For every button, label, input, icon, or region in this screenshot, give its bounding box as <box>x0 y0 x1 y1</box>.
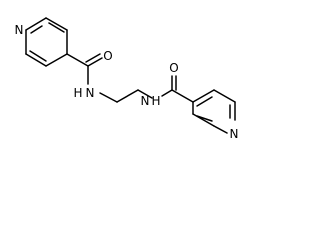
amide-left <box>66 53 103 85</box>
bond <box>192 89 215 103</box>
atom-label-h-left: H <box>73 86 82 100</box>
bond <box>87 57 103 67</box>
atom-label-nh-left: N <box>86 86 95 100</box>
bond <box>137 89 153 99</box>
bond <box>29 50 47 62</box>
bond <box>213 125 228 134</box>
bond <box>171 89 194 103</box>
bond <box>213 89 236 103</box>
bond <box>85 53 101 63</box>
atom-label-nh-right: N <box>141 94 150 108</box>
bond <box>161 89 173 97</box>
pyridine-ring-bottom <box>192 89 236 134</box>
bond <box>48 22 65 33</box>
atom-label-o-top: O <box>103 49 112 63</box>
atom-label-n-ring-bottom: N <box>230 127 239 141</box>
atom-label-o-right: O <box>169 61 178 75</box>
atom-label-n-ring-top: N <box>15 23 24 37</box>
bond <box>116 89 139 103</box>
bond <box>99 92 118 103</box>
bond <box>45 17 68 31</box>
bond <box>25 53 47 67</box>
bond <box>45 53 68 67</box>
bond <box>196 115 213 122</box>
ethylene-linker <box>99 89 153 103</box>
atom-label-h-right: H <box>151 94 160 108</box>
amide-right <box>161 75 194 103</box>
bond <box>66 53 89 67</box>
bond <box>30 25 43 34</box>
molecule-canvas: N O H N O N H N <box>15 17 239 141</box>
structure-drawing: N O H N O N H N <box>15 17 239 141</box>
pyridine-ring-top <box>25 17 68 67</box>
bond <box>25 17 47 31</box>
bond <box>196 96 213 107</box>
